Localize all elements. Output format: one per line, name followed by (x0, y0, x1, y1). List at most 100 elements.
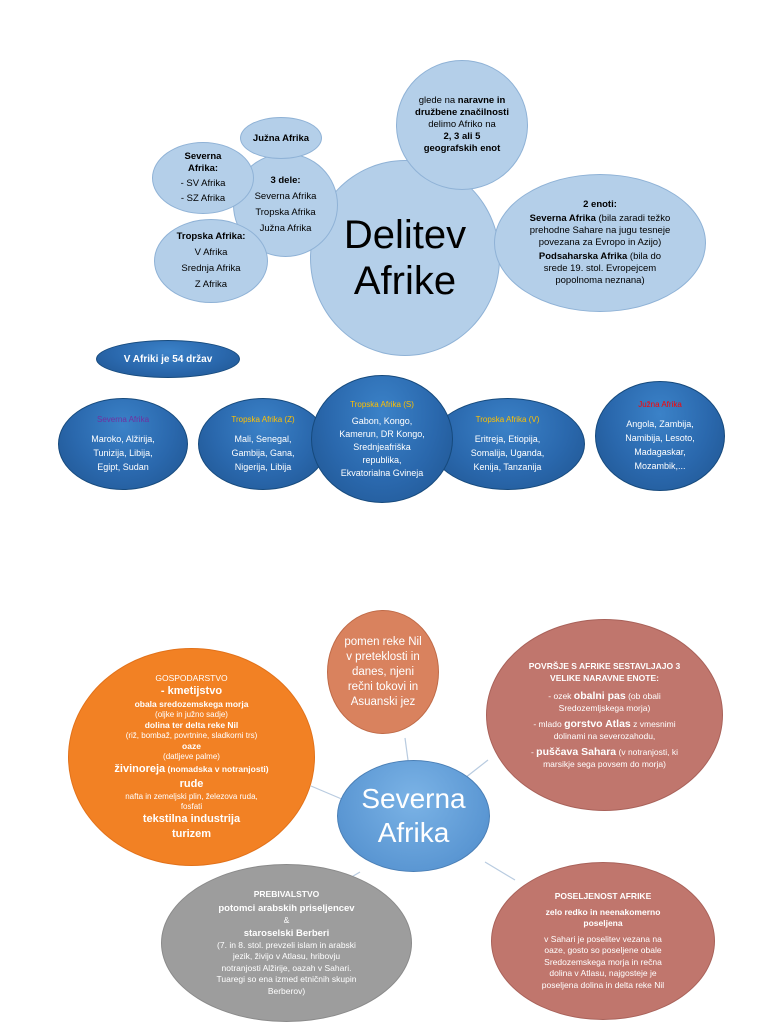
map1-count-bubble: V Afriki je 54 držav (96, 340, 240, 378)
povrsje-line-segment: puščava Sahara (536, 746, 617, 758)
map2-center-line1: Severna (361, 783, 466, 814)
three-parts-title: 3 dele: (270, 175, 301, 186)
region-line: Namibija, Lesoto, (625, 433, 695, 443)
gospodarstvo-line-text: obala sredozemskega morja (134, 698, 249, 709)
gospodarstvo-line-text: turizem (171, 827, 212, 840)
two-units-pod-rest1: (bila do (627, 251, 662, 262)
two-units-pod-bold: Podsaharska Afrika (538, 251, 628, 262)
region-line: Nigerija, Libija (234, 462, 292, 472)
gospodarstvo-line: dolina ter delta reke Nil (114, 720, 268, 731)
povrsje-line-segment: gorstvo Atlas (564, 718, 631, 730)
two-units-title: 2 enoti: (583, 199, 617, 210)
top-right-text-segment: delimo Afriko na (428, 119, 496, 130)
poseljenost-line: dolina v Atlasu, najgosteje je (549, 968, 657, 978)
two-units-sev-rest3: povezana za Evropo in Azijo) (538, 237, 662, 248)
gospodarstvo-line-text: (riž, bombaž, povrtnine, sladkorni trs) (125, 730, 258, 740)
region-line: Madagaskar, (634, 447, 686, 457)
two-units-sev-rest1: (bila zaradi težko (595, 213, 671, 224)
povrsje-line-segment: (ob obali (625, 691, 661, 701)
map1-two-units-bubble: 2 enoti: Severna Afrika (bila zaradi tež… (494, 174, 706, 312)
tropska-small-title: Tropska Afrika: (176, 231, 246, 242)
nil-line: danes, njeni (351, 665, 415, 678)
region-title: Južna Afrika (638, 400, 682, 409)
three-parts-item-1: Severna Afrika (254, 191, 317, 202)
gospodarstvo-line: (oljke in južno sadje) (114, 710, 268, 720)
povrsje-line-segment: marsikje sega povsem do morja) (543, 759, 666, 769)
region-title: Tropska Afrika (S) (350, 399, 414, 409)
gospodarstvo-line: - kmetijstvo (114, 684, 268, 699)
gospodarstvo-line: tekstilna industrija (114, 812, 268, 827)
gospodarstvo-line: (datljeve palme) (114, 752, 268, 762)
top-right-text-segment: 2, 3 ali 5 (443, 131, 481, 142)
two-units-pod-rest3: popolnoma neznana) (555, 275, 645, 286)
prebivalstvo-line: potomci arabskih priseljencev (218, 903, 355, 915)
prebivalstvo-line: Tuaregi so ena izmed etničnih skupin (216, 974, 357, 985)
region-tropska-v-bubble: Tropska Afrika (V) Eritreja, Etiopija, S… (430, 398, 585, 490)
top-right-text-segment: geografskih enot (423, 143, 501, 154)
prebivalstvo-line: & (283, 915, 290, 926)
three-parts-item-3: Južna Afrika (259, 223, 312, 234)
gospodarstvo-line-text: živinoreja (114, 762, 166, 775)
poseljenost-bubble: POSELJENOST AFRIKE zelo redko in neenako… (491, 862, 715, 1020)
region-line: Gambija, Gana, (231, 448, 295, 458)
region-line: republika, (362, 454, 402, 465)
gospodarstvo-line-text: (datljeve palme) (163, 751, 220, 761)
prebivalstvo-lines: potomci arabskih priseljencev&staroselsk… (216, 902, 356, 997)
severna-small-title1: Severna (184, 151, 222, 162)
severna-small-item-1: - SV Afrika (180, 178, 226, 189)
povrsje-line: dolinami na severozahodu, (531, 730, 678, 742)
count-label: V Afriki je 54 držav (123, 353, 213, 365)
map2-center-bubble: Severna Afrika (337, 760, 490, 872)
map1-severna-small-bubble: Severna Afrika: - SV Afrika - SZ Afrika (152, 142, 254, 214)
tropska-small-item-1: V Afrika (194, 247, 228, 258)
region-line: Somalija, Uganda, (470, 448, 545, 458)
severna-small-item-2: - SZ Afrika (180, 193, 226, 204)
povrsje-line-segment: - mlado (533, 719, 565, 729)
nil-line: pomen reke Nil (344, 635, 422, 648)
gospodarstvo-line: oaze (114, 741, 268, 752)
nil-bubble: pomen reke Nil v preteklosti in danes, n… (327, 610, 439, 734)
gospodarstvo-line: fosfati (114, 802, 268, 812)
region-title: Tropska Afrika (V) (475, 415, 540, 424)
povrsje-line: Sredozemljskega morja) (531, 702, 678, 714)
top-right-text-segment: družbene značilnosti (415, 107, 509, 118)
gospodarstvo-line: rude (114, 777, 268, 792)
gospodarstvo-line: turizem (114, 827, 268, 842)
povrsje-line-segment: - (530, 747, 537, 757)
povrsje-line: - mlado gorstvo Atlas z vmesnimi (531, 718, 678, 730)
povrsje-line-segment: Sredozemljskega morja) (558, 703, 651, 713)
region-title: Severna Afrika (96, 415, 150, 424)
region-line: Maroko, Alžirija, (91, 434, 155, 444)
map1-center-bubble: Delitev Afrike (310, 160, 500, 356)
top-right-text-segment: naravne in (457, 95, 506, 106)
region-line: Angola, Zambija, (626, 419, 694, 429)
povrsje-line-segment: (v notranjosti, ki (616, 747, 679, 757)
region-title: Tropska Afrika (Z) (231, 415, 295, 424)
poseljenost-line: v Sahari je poselitev vezana na (544, 933, 662, 944)
povrsje-line-segment: obalni pas (573, 690, 626, 702)
region-severna-bubble: Severna Afrika Maroko, Alžirija, Tunizij… (58, 398, 188, 490)
region-tropska-s-bubble: Tropska Afrika (S) Gabon, Kongo, Kamerun… (311, 375, 453, 503)
three-parts-item-2: Tropska Afrika (255, 207, 316, 218)
map1-center-line1: Delitev (343, 213, 467, 257)
poseljenost-sub1: zelo redko in neenakomerno (545, 906, 661, 917)
povrsje-line-segment: z vmesnimi (630, 719, 676, 729)
two-units-sev-bold: Severna Afrika (529, 213, 596, 224)
juzna-top-label: Južna Afrika (252, 132, 310, 144)
region-juzna-bubble: Južna Afrika Angola, Zambija, Namibija, … (595, 381, 725, 491)
gospodarstvo-line: obala sredozemskega morja (114, 699, 268, 710)
povrsje-line: - puščava Sahara (v notranjosti, ki (531, 746, 678, 758)
gospodarstvo-line-text: oaze (182, 740, 201, 751)
nil-line: v preteklosti in (346, 650, 420, 663)
poseljenost-title: POSELJENOST AFRIKE (554, 891, 652, 901)
gospodarstvo-line-suffix: (nomadska v notranjosti) (165, 763, 269, 774)
map1-center-line2: Afrike (353, 259, 457, 303)
prebivalstvo-bubble: PREBIVALSTVO potomci arabskih priseljenc… (161, 864, 412, 1022)
prebivalstvo-line: staroselski Berberi (243, 927, 330, 939)
poseljenost-line: oaze, gosto so poseljene obale (544, 945, 662, 955)
gospodarstvo-title: GOSPODARSTVO (155, 672, 228, 683)
